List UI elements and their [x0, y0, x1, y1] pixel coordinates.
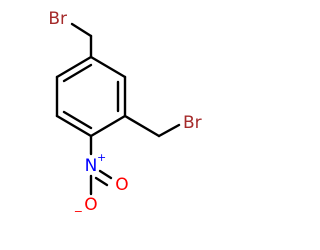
molecule-structure: Br Br N + O − O — [48, 9, 202, 218]
bond-ch2-top-br — [70, 22, 93, 38]
oxygen-label-bottom: O — [84, 195, 97, 215]
nitrogen-label: N — [85, 156, 98, 176]
benzene-ring — [55, 55, 127, 138]
bond-n-o-double-a — [98, 169, 113, 180]
bromine-label-top: Br — [48, 9, 67, 29]
oxygen-charge: − — [74, 205, 83, 218]
bond-n-o-double-b — [94, 176, 109, 187]
bromine-label-right: Br — [183, 113, 202, 133]
ring-bond-c1-c2 — [89, 55, 127, 79]
bond-ch2-right-br — [157, 123, 181, 138]
ring-bond-c4-c5 — [55, 114, 93, 138]
bond-c3-ch2-right — [123, 114, 161, 138]
nitrogen-charge: + — [97, 151, 106, 164]
oxygen-label-right: O — [115, 175, 128, 195]
ring-double-bond-inner-c1-c6 — [62, 63, 93, 83]
ring-bond-c6-c1 — [55, 55, 93, 79]
ring-double-bond-inner-c4-c5 — [62, 110, 93, 130]
substituent-bonds — [70, 22, 181, 196]
ring-bond-c3-c4 — [89, 114, 127, 138]
